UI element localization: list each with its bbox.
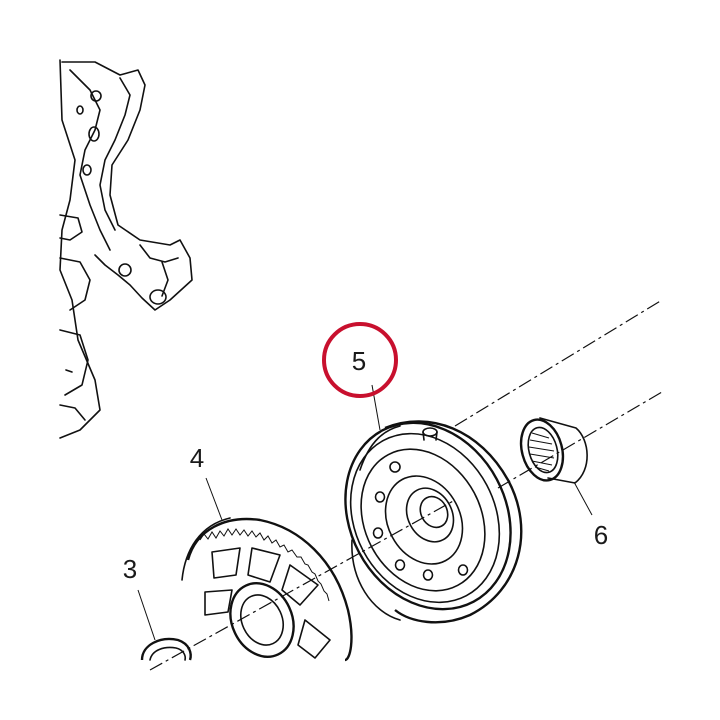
crankcase-housing	[59, 59, 193, 439]
part-4-gear	[181, 517, 353, 662]
callout-label-4: 4	[190, 443, 204, 473]
callout-label-3: 3	[123, 554, 137, 584]
leader-lines	[137, 384, 593, 641]
part-5-flywheel	[344, 420, 523, 624]
highlight-circle	[322, 322, 398, 398]
axis-lines	[149, 299, 663, 671]
part-6-needle-bearing	[519, 417, 588, 484]
callout-label-6: 6	[594, 520, 608, 550]
part-3-washer	[140, 637, 192, 661]
callout-label-5: 5	[352, 346, 366, 376]
